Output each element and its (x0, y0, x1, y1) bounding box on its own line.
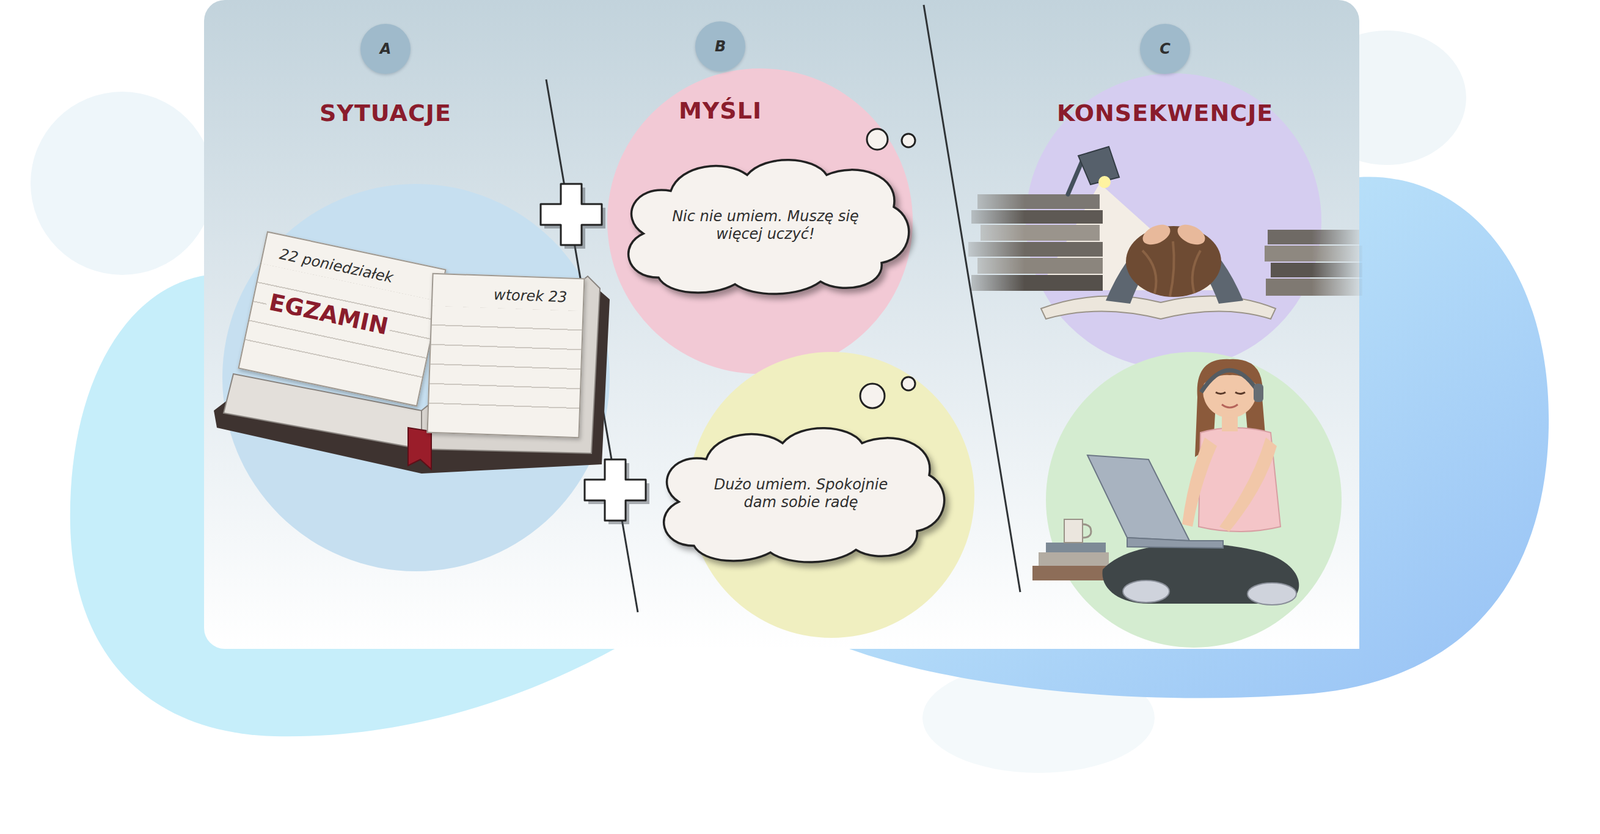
cloud-text-block: Nic nie umiem. Muszę się więcej uczyć! (664, 207, 867, 244)
book (971, 274, 1103, 291)
shoe (1247, 582, 1297, 605)
column-heading: KONSEKWENCJE (1056, 100, 1274, 127)
column-heading: MYŚLI (678, 98, 762, 125)
cup (1064, 519, 1083, 543)
laptop-base (1127, 537, 1224, 548)
thought-dot (860, 383, 885, 409)
smile (1221, 404, 1238, 408)
cloud-shape (628, 160, 910, 294)
calendar-page: wtorek 23 (427, 273, 586, 439)
plus-sign (540, 183, 606, 249)
consequence-circle (1045, 351, 1342, 648)
book-stack (1264, 229, 1363, 296)
calendar-date: 22 poniedziałek (275, 244, 398, 287)
book (977, 257, 1103, 274)
headphone-cup (1253, 383, 1264, 402)
book (971, 210, 1103, 224)
cup-handle (1082, 524, 1092, 538)
badge-letter: A (379, 41, 392, 57)
thought-dot (901, 376, 916, 391)
calendar-date: wtorek 23 (491, 285, 570, 306)
column-badge: C KONSEKWENCJE (1056, 23, 1274, 127)
thought-circle (607, 68, 913, 374)
plus-shape (540, 183, 602, 245)
book (977, 194, 1100, 209)
thought-text: Dużo umiem. Spokojnie dam sobie radę (700, 475, 902, 512)
cloud-text-block: Dużo umiem. Spokojnie dam sobie radę (700, 475, 902, 512)
hand (1174, 220, 1208, 249)
laptop-screen (1087, 455, 1190, 541)
book (1270, 262, 1363, 278)
card-panel (204, 0, 1360, 649)
lamp-bulb (1098, 175, 1111, 189)
book (1265, 278, 1363, 296)
column-heading: SYTUACJE (319, 100, 452, 127)
badge-circle: A (360, 23, 411, 74)
column-badge: A SYTUACJE (319, 23, 452, 127)
badge-letter: C (1159, 41, 1171, 57)
thought-cloud: Dużo umiem. Spokojnie dam sobie radę (648, 419, 954, 566)
stressed-student-illustration (968, 146, 1363, 319)
column-badge: B MYŚLI (678, 21, 762, 125)
lamp-arm (1067, 160, 1083, 195)
badge-circle: B (695, 21, 746, 72)
thought-cloud: Nic nie umiem. Muszę się więcej uczyć! (612, 150, 919, 298)
arm (1182, 437, 1217, 527)
badge-letter: B (714, 39, 726, 54)
book-stack (968, 194, 1103, 291)
lamp-shade (1078, 146, 1120, 185)
situation-circle (222, 183, 610, 572)
thought-text: Nic nie umiem. Muszę się więcej uczyć! (664, 207, 867, 244)
thought-dot (866, 128, 888, 150)
background-blob (30, 91, 214, 275)
book (1038, 552, 1109, 566)
calendar-entry: EGZAMIN (264, 287, 394, 341)
arm (1219, 437, 1277, 532)
shoe (1122, 580, 1170, 603)
cloud-shape (664, 428, 945, 563)
book (1267, 229, 1360, 245)
book (980, 224, 1100, 241)
hair-strands (1142, 241, 1201, 297)
book (968, 241, 1103, 257)
headphones (1201, 370, 1259, 393)
page-content: 22 poniedziałekEGZAMIN (264, 244, 431, 347)
hand (1139, 220, 1173, 249)
hair (1125, 226, 1222, 297)
calendar-page: 22 poniedziałekEGZAMIN (237, 230, 446, 407)
relaxed-girl-illustration (1032, 359, 1299, 605)
book (1264, 245, 1363, 262)
page-content: wtorek 23 (445, 284, 570, 307)
bookmark-ribbon (408, 427, 432, 470)
thought-dot (901, 133, 916, 148)
closed-eyes (1215, 392, 1246, 395)
badge-circle: C (1139, 23, 1191, 74)
plus-sign (584, 459, 650, 525)
book (1045, 542, 1106, 553)
plus-shape (584, 459, 646, 521)
